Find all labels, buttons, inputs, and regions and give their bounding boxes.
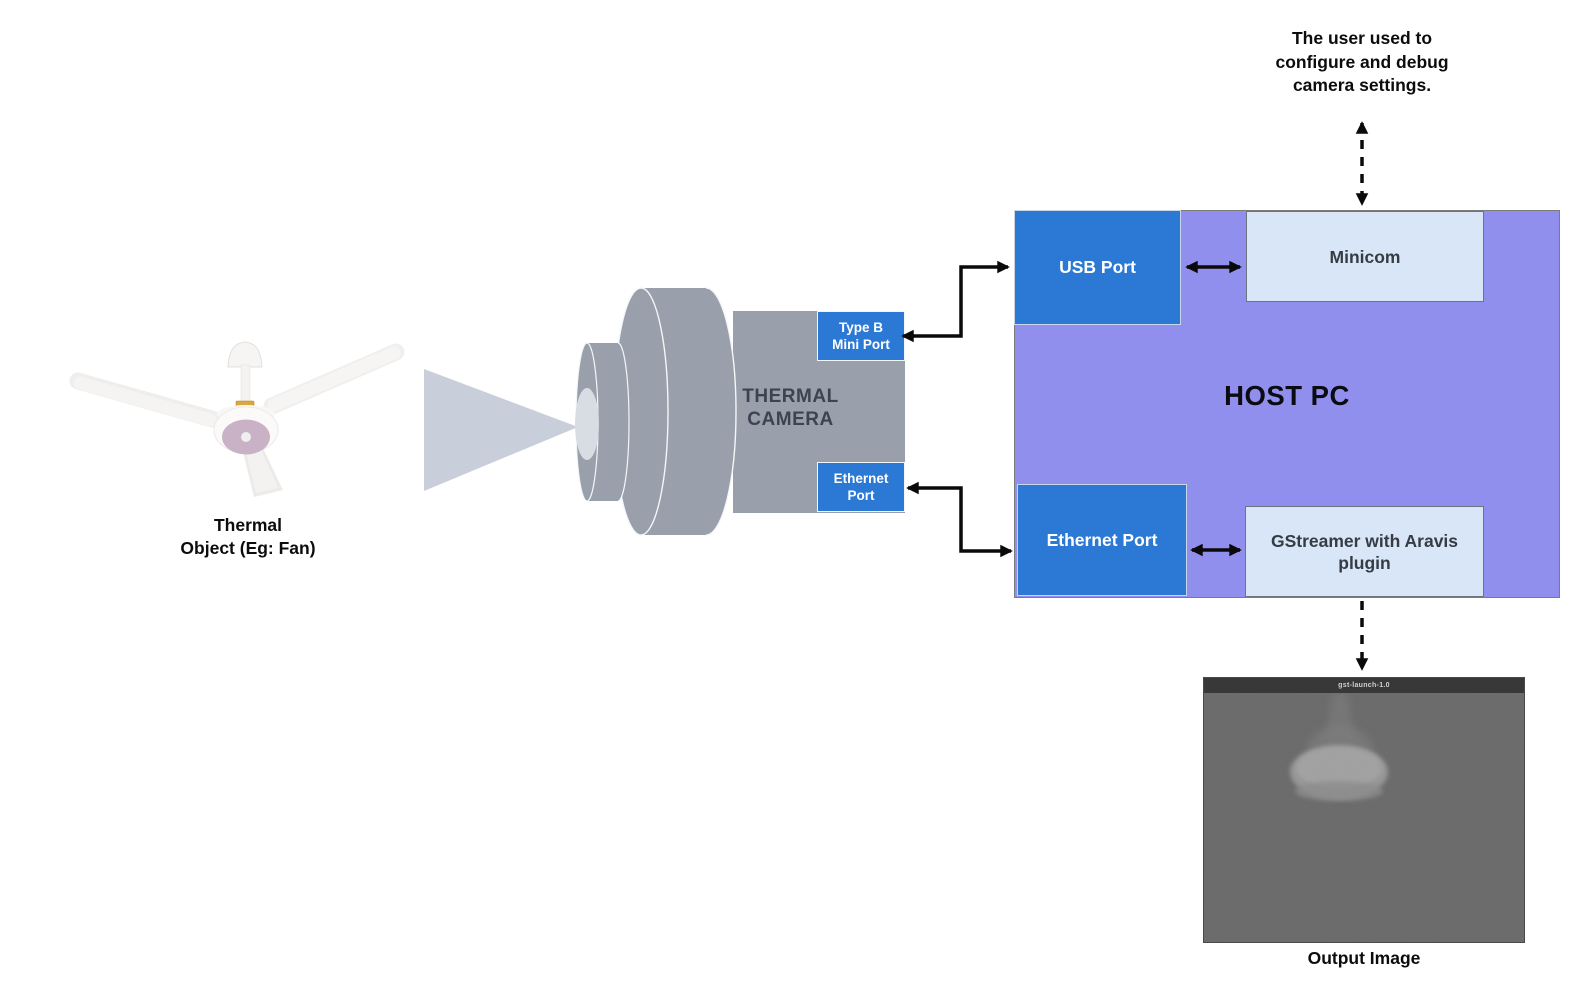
camera-ethernet-port: Ethernet Port (817, 462, 905, 512)
thermal-image-render (1204, 693, 1524, 942)
ceiling-fan-illustration (69, 341, 405, 497)
camera-label-line: THERMAL (742, 386, 839, 407)
port-label-line: Type B (838, 319, 883, 335)
camera-type-b-mini-port: Type B Mini Port (817, 311, 905, 361)
host-pc-title: HOST PC (1224, 380, 1350, 411)
gstreamer-label-line: plugin (1338, 552, 1391, 573)
camera-label-line: CAMERA (747, 408, 834, 430)
caption-line: Object (Eg: Fan) (180, 538, 316, 558)
gstreamer-label-line: GStreamer with Aravis (1270, 530, 1459, 551)
host-ethernet-port: Ethernet Port (1017, 484, 1187, 596)
output-image-caption: Output Image (1307, 948, 1421, 968)
minicom-box: Minicom (1246, 211, 1484, 302)
thermal-camera-label: THERMAL CAMERA (708, 386, 873, 431)
thermal-object-caption: Thermal Object (Eg: Fan) (138, 514, 358, 560)
output-viewer-window: gst-launch-1.0 (1203, 677, 1525, 943)
caption-line: Thermal (213, 515, 283, 535)
annotation-line: configure and debug (1275, 51, 1449, 72)
port-label-line: Mini Port (832, 337, 890, 352)
thermal-output-image (1204, 693, 1524, 942)
host-usb-port: USB Port (1014, 210, 1181, 325)
annotation-line: The user used to (1291, 28, 1433, 48)
annotation-configure-debug: The user used to configure and debug cam… (1237, 27, 1487, 98)
gstreamer-aravis-box: GStreamer with Aravis plugin (1245, 506, 1484, 597)
arrow-ethernet-camera-to-host (906, 481, 1013, 558)
camera-lens (575, 388, 599, 460)
port-label-line: Ethernet (833, 470, 889, 486)
view-cone (424, 369, 578, 491)
window-titlebar: gst-launch-1.0 (1204, 678, 1524, 693)
arrow-typeb-to-usb (901, 260, 1010, 343)
annotation-line: camera settings. (1292, 75, 1432, 95)
port-label-line: Port (847, 488, 875, 503)
